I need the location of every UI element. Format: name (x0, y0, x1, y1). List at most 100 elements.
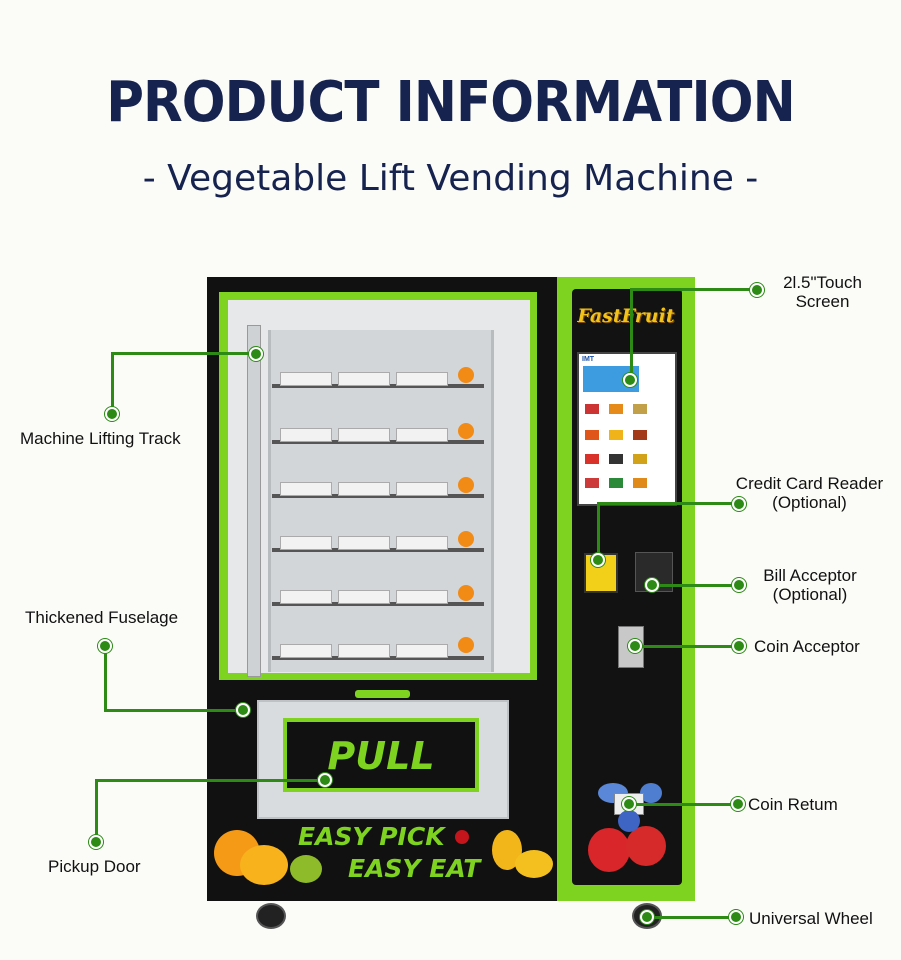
screen-product[interactable] (585, 404, 599, 414)
shelf (272, 548, 484, 552)
screen-product[interactable] (585, 430, 599, 440)
product-tray (338, 428, 390, 442)
screen-product[interactable] (609, 430, 623, 440)
product-tray (396, 536, 448, 550)
callout-dot (645, 578, 659, 592)
brand-logo: FastFruit (577, 305, 675, 327)
label-pickup-door: Pickup Door (48, 857, 141, 876)
screen-product[interactable] (633, 404, 647, 414)
screen-product[interactable] (585, 454, 599, 464)
product-tray (396, 590, 448, 604)
kiwi-decor (290, 855, 322, 883)
strawberry-decor (588, 828, 630, 872)
callout-dot (89, 835, 103, 849)
callout-dot (623, 373, 637, 387)
mango-decor (515, 850, 553, 878)
callout-dot (105, 407, 119, 421)
product-tray (280, 590, 332, 604)
label-touch-screen: 2l.5"Touch Screen (783, 273, 862, 311)
callout-dot (732, 497, 746, 511)
shelf (272, 494, 484, 498)
product-tray (338, 590, 390, 604)
product-tray (338, 536, 390, 550)
callout-dot (249, 347, 263, 361)
label-bill-acceptor: Bill Acceptor (Optional) (763, 566, 857, 604)
blueberry-decor (618, 810, 640, 832)
orange-fruit (458, 637, 474, 653)
callout-line (630, 288, 755, 291)
callout-line (633, 645, 737, 648)
label-universal-wheel: Universal Wheel (749, 909, 873, 928)
slogan-line-2: EASY EAT (348, 854, 481, 883)
lifting-track (247, 325, 261, 677)
cherry-decor (455, 830, 469, 844)
callout-dot (236, 703, 250, 717)
orange-fruit (458, 585, 474, 601)
product-tray (280, 428, 332, 442)
product-tray (280, 536, 332, 550)
callout-dot (729, 910, 743, 924)
callout-dot (622, 797, 636, 811)
callout-dot (732, 639, 746, 653)
product-tray (338, 482, 390, 496)
callout-dot (98, 639, 112, 653)
callout-line (111, 352, 255, 355)
shelf (272, 602, 484, 606)
screen-product[interactable] (633, 478, 647, 488)
screen-brand: IMT (582, 356, 595, 363)
screen-product[interactable] (609, 478, 623, 488)
blueberry-decor (640, 783, 662, 803)
product-tray (396, 372, 448, 386)
product-tray (396, 428, 448, 442)
label-coin-acceptor: Coin Acceptor (754, 637, 860, 656)
callout-dot (628, 639, 642, 653)
orange-fruit (458, 477, 474, 493)
screen-product[interactable] (633, 430, 647, 440)
product-tray (396, 482, 448, 496)
wheel (256, 903, 286, 929)
callout-line (104, 709, 244, 712)
strawberry-decor (626, 826, 666, 866)
callout-dot (640, 910, 654, 924)
shelf (272, 384, 484, 388)
orange-fruit (458, 531, 474, 547)
callout-line (111, 352, 114, 414)
label-credit-card-reader: Credit Card Reader (Optional) (735, 474, 884, 512)
orange-fruit (458, 367, 474, 383)
callout-line (630, 288, 633, 378)
product-tray (338, 644, 390, 658)
pull-label: PULL (327, 734, 435, 778)
screen-product[interactable] (609, 404, 623, 414)
product-tray (280, 644, 332, 658)
callout-dot (732, 578, 746, 592)
pickup-handle (355, 690, 410, 698)
screen-product[interactable] (609, 454, 623, 464)
product-tray (280, 372, 332, 386)
slogan-line-1: EASY PICK (298, 822, 445, 851)
page-subtitle: - Vegetable Lift Vending Machine - (142, 158, 759, 199)
callout-line (652, 584, 737, 587)
shelf (272, 440, 484, 444)
product-tray (396, 644, 448, 658)
callout-line (104, 645, 107, 711)
callout-line (645, 916, 735, 919)
callout-dot (750, 283, 764, 297)
orange-decor (240, 845, 288, 885)
label-machine-lifting-track: Machine Lifting Track (20, 429, 181, 448)
page-title: PRODUCT INFORMATION (106, 70, 795, 135)
callout-dot (318, 773, 332, 787)
callout-line (597, 502, 600, 557)
shelf (272, 656, 484, 660)
callout-dot (731, 797, 745, 811)
touch-screen[interactable]: IMT (577, 352, 677, 506)
callout-dot (591, 553, 605, 567)
callout-line (95, 779, 325, 782)
screen-product[interactable] (633, 454, 647, 464)
product-tray (338, 372, 390, 386)
label-coin-return: Coin Retum (748, 795, 838, 814)
callout-line (628, 803, 736, 806)
screen-product[interactable] (585, 478, 599, 488)
callout-line (597, 502, 737, 505)
product-tray (280, 482, 332, 496)
orange-fruit (458, 423, 474, 439)
